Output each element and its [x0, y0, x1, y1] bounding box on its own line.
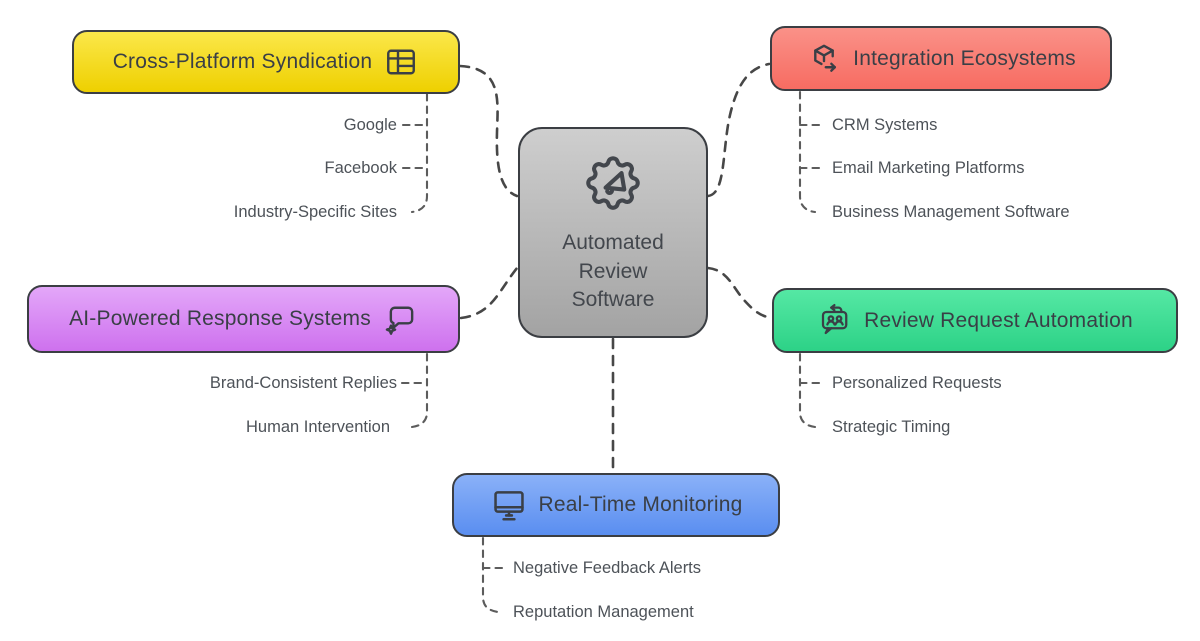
branch-label: Real-Time Monitoring — [538, 493, 743, 516]
people-message-return-icon — [817, 303, 853, 339]
gear-megaphone-icon — [580, 150, 646, 221]
ai-chat-sparkle-icon — [382, 301, 418, 337]
leaf-google: Google — [343, 116, 397, 134]
leaf-personalized-requests: Personalized Requests — [832, 374, 1002, 392]
branch-label: Integration Ecosystems — [853, 46, 1076, 70]
connector-review-request-children — [798, 352, 817, 429]
monitor-icon — [490, 486, 528, 524]
leaf-facebook: Facebook — [324, 159, 397, 177]
branch-integration-ecosystems: Integration Ecosystems — [770, 26, 1112, 91]
branch-cross-platform-syndication: Cross-Platform Syndication — [72, 30, 460, 94]
branch-ai-powered-response-systems: AI-Powered Response Systems — [27, 285, 460, 353]
leaf-reputation-management: Reputation Management — [513, 603, 694, 621]
leaf-crm-systems: CRM Systems — [832, 116, 938, 134]
connector-cross-platform-children — [410, 92, 429, 214]
connector-center-to-cross-platform — [458, 64, 519, 198]
connector-ai-response-children — [410, 352, 429, 429]
leaf-brand-consistent-replies: Brand-Consistent Replies — [209, 374, 397, 392]
branch-label: Cross-Platform Syndication — [112, 50, 373, 73]
center-node-label: Automated Review Software — [562, 230, 664, 312]
connector-integration-children — [798, 90, 817, 214]
connector-center-to-integration — [706, 62, 771, 198]
leaf-email-marketing-platforms: Email Marketing Platforms — [832, 159, 1025, 177]
center-node-automated-review-software: Automated Review Software — [518, 127, 708, 338]
leaf-business-management-software: Business Management Software — [832, 203, 1070, 221]
leaf-negative-feedback-alerts: Negative Feedback Alerts — [513, 559, 702, 577]
branch-label: Review Request Automation — [864, 308, 1133, 332]
leaf-strategic-timing: Strategic Timing — [832, 418, 951, 436]
package-export-icon — [806, 41, 842, 77]
leaf-human-intervention: Human Intervention — [246, 418, 390, 436]
branch-review-request-automation: Review Request Automation — [772, 288, 1178, 353]
connector-center-to-review-request — [706, 266, 774, 320]
leaf-industry-specific-sites: Industry-Specific Sites — [233, 203, 397, 221]
branch-label: AI-Powered Response Systems — [69, 307, 371, 330]
layout-table-icon — [383, 44, 419, 80]
connector-monitoring-children — [481, 536, 500, 614]
branch-real-time-monitoring: Real-Time Monitoring — [452, 473, 780, 537]
connector-center-to-ai-response — [459, 266, 519, 320]
